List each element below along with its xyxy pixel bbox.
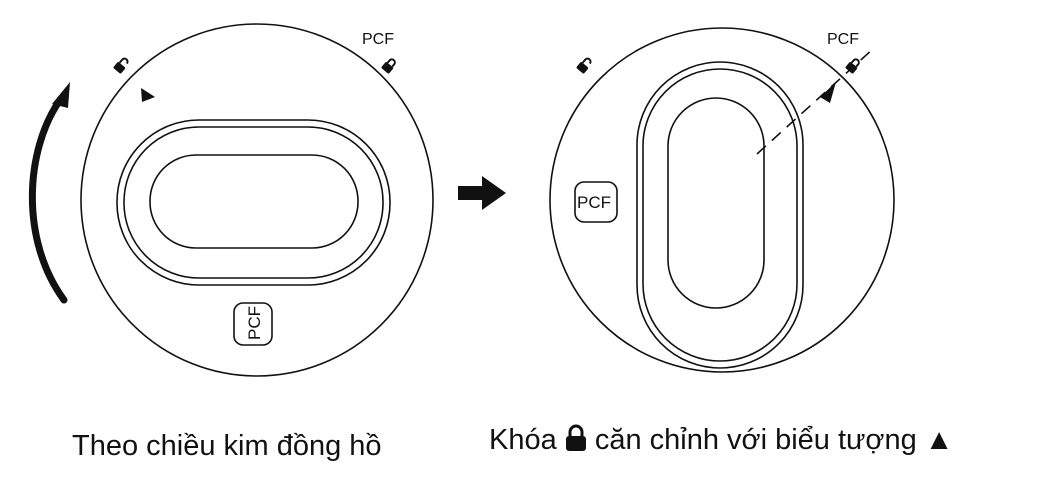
right-outer-ring-inner bbox=[642, 68, 798, 362]
left-caption: Theo chiều kim đồng hồ bbox=[72, 430, 382, 462]
triangle-marker-icon bbox=[141, 88, 155, 102]
lock-icon bbox=[565, 424, 586, 451]
clockwise-arrow-head bbox=[52, 82, 70, 108]
right-top-label: PCF bbox=[827, 31, 859, 48]
lock-icon bbox=[845, 58, 860, 74]
clockwise-arrow bbox=[28, 96, 68, 304]
unlock-icon bbox=[576, 57, 592, 74]
lock-icon bbox=[381, 58, 396, 74]
left-outer-ring bbox=[116, 119, 391, 286]
right-dial bbox=[549, 27, 895, 373]
left-inner-window bbox=[149, 154, 359, 249]
right-badge-label: PCF bbox=[577, 193, 611, 212]
right-caption-before: Khóa bbox=[489, 424, 557, 456]
right-outer-ring bbox=[636, 61, 804, 369]
next-arrow-icon bbox=[458, 176, 506, 210]
left-badge-label: PCF bbox=[245, 306, 264, 340]
right-caption-after: căn chỉnh với biểu tượng ▲ bbox=[594, 424, 954, 456]
left-pcf-badge bbox=[233, 302, 273, 346]
right-pcf-badge bbox=[574, 181, 618, 223]
triangle-marker-icon bbox=[820, 82, 836, 103]
left-top-label: PCF bbox=[362, 31, 394, 48]
left-outer-ring-inner bbox=[123, 126, 384, 279]
right-caption: Khóa căn chỉnh với biểu tượng ▲ bbox=[489, 424, 953, 457]
left-dial bbox=[80, 23, 434, 377]
right-inner-window bbox=[667, 97, 765, 309]
unlock-icon bbox=[113, 57, 129, 74]
alignment-dashed-line bbox=[756, 47, 875, 155]
